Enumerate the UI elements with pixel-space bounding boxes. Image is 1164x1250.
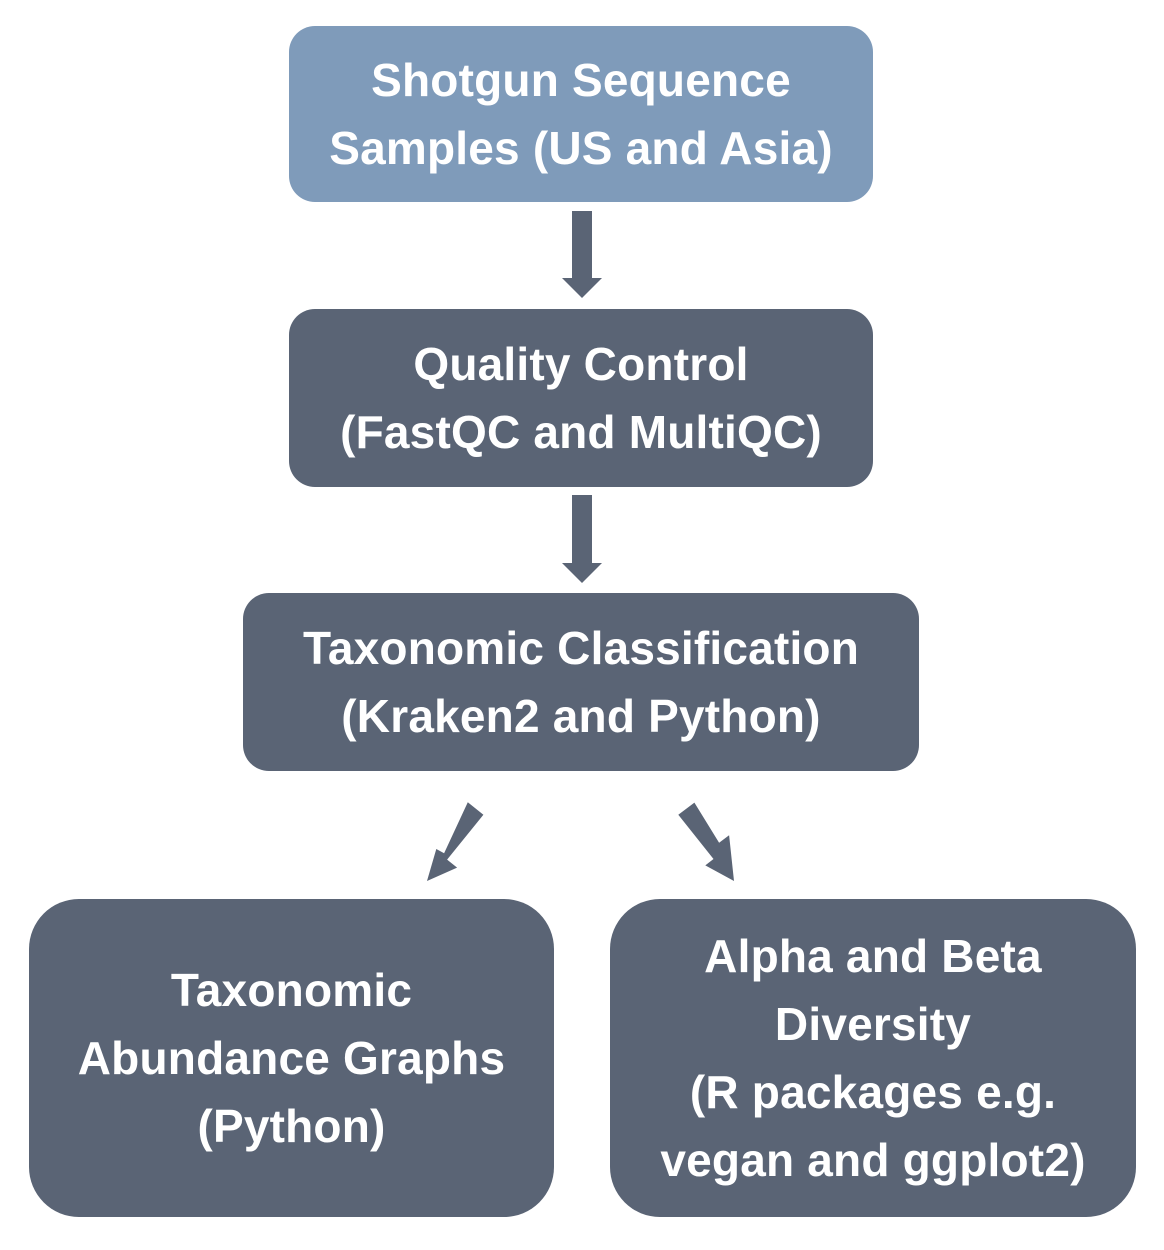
- node-shotgun-sequence-samples: Shotgun Sequence Samples (US and Asia): [289, 26, 873, 202]
- node-alpha-beta-diversity: Alpha and Beta Diversity (R packages e.g…: [610, 899, 1136, 1217]
- node-taxonomic-abundance-graphs: Taxonomic Abundance Graphs (Python): [29, 899, 554, 1217]
- node-div-line-2: Diversity: [774, 998, 972, 1050]
- node-samples-line-2: Samples (US and Asia): [329, 122, 833, 174]
- node-samples-line-1: Shotgun Sequence: [371, 54, 791, 106]
- node-quality-control: Quality Control (FastQC and MultiQC): [289, 309, 873, 487]
- arrow-down-left-icon: [427, 802, 484, 881]
- arrow-down-right-icon: [678, 802, 734, 881]
- node-div-line-4: vegan and ggplot2): [660, 1134, 1086, 1186]
- node-graphs-line-1: Taxonomic: [170, 964, 413, 1016]
- node-graphs-line-2: Abundance Graphs: [77, 1032, 506, 1084]
- node-taxonomic-classification: Taxonomic Classification (Kraken2 and Py…: [243, 593, 919, 771]
- arrow-down-icon: [562, 211, 602, 298]
- node-qc-line-1: Quality Control: [413, 338, 749, 390]
- node-graphs-line-3: (Python): [197, 1100, 386, 1152]
- node-div-line-1: Alpha and Beta: [704, 930, 1042, 982]
- arrow-down-icon: [562, 495, 602, 583]
- node-tax-line-1: Taxonomic Classification: [302, 622, 860, 674]
- node-tax-line-2: (Kraken2 and Python): [341, 690, 821, 742]
- node-qc-line-2: (FastQC and MultiQC): [340, 406, 822, 458]
- node-div-line-3: (R packages e.g.: [689, 1066, 1057, 1118]
